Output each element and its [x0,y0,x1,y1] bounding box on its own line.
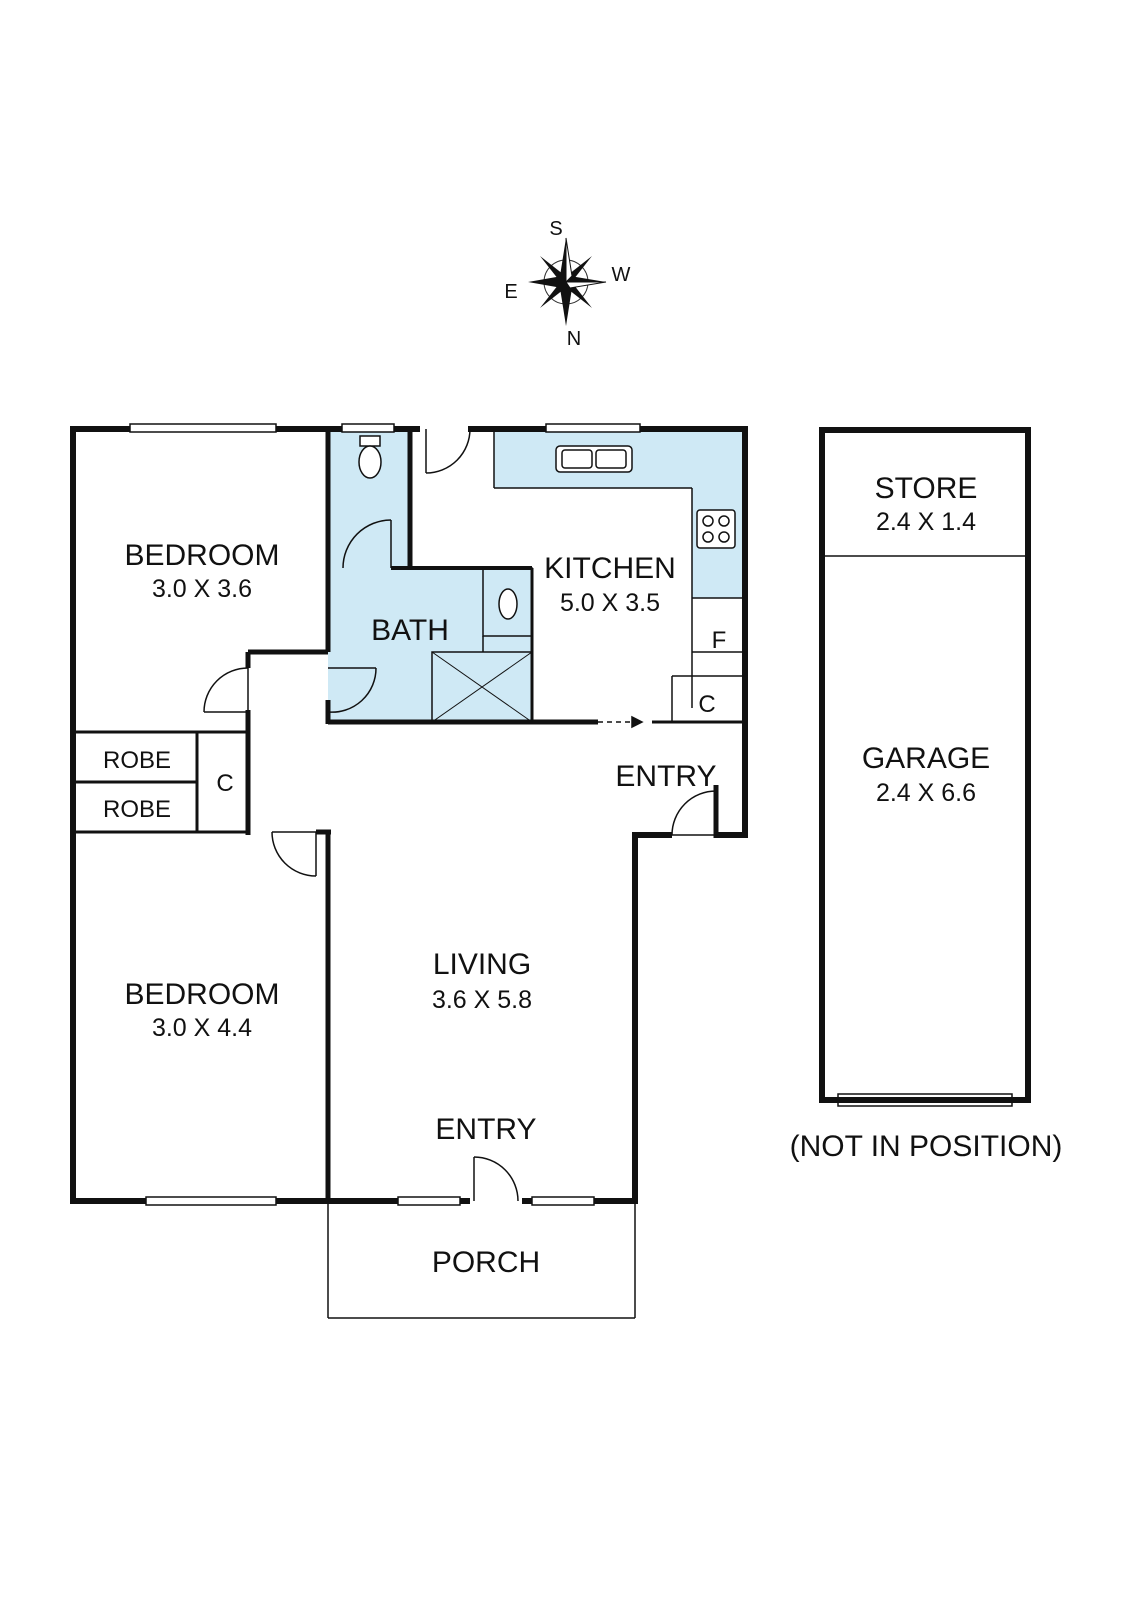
hall-cupboard-label: C [216,770,233,797]
porch-outline [327,1204,636,1319]
kitchen-cupboard-label: C [698,691,715,718]
fridge-label: F [712,627,727,654]
garage-name: GARAGE [862,742,990,775]
bedroom1-name: BEDROOM [124,539,279,572]
basin-icon [498,588,518,620]
compass-rose-icon [528,237,607,326]
robe2-label: ROBE [103,796,171,823]
wet-areas [328,430,745,722]
doors [203,428,717,1202]
compass-label-left: E [504,281,517,303]
garage-dim: 2.4 X 6.6 [876,779,976,807]
porch-name: PORCH [432,1246,540,1279]
living-dim: 3.6 X 5.8 [432,986,532,1014]
kitchen-dim: 5.0 X 3.5 [560,589,660,617]
kitchen-name: KITCHEN [544,552,676,585]
bath-fill [328,430,532,722]
garage-note: (NOT IN POSITION) [790,1130,1063,1163]
robe1-label: ROBE [103,747,171,774]
living-name: LIVING [433,948,531,981]
compass-label-top: S [549,218,562,240]
sink-icon [555,445,633,473]
compass-label-right: W [612,264,631,286]
side-entry-label: ENTRY [615,760,716,793]
kitchen-bench-fill [494,430,745,598]
garage-walls [819,427,1031,1103]
front-entry-label: ENTRY [435,1113,536,1146]
bedroom2-name: BEDROOM [124,978,279,1011]
store-dim: 2.4 X 1.4 [876,508,976,536]
compass-label-bottom: N [567,328,581,350]
bedroom1-dim: 3.0 X 3.6 [152,575,252,603]
bath-name: BATH [371,614,449,647]
fixtures [358,435,736,620]
store-name: STORE [875,472,978,505]
bedroom2-dim: 3.0 X 4.4 [152,1014,252,1042]
toilet-icon [358,435,382,479]
cooktop-icon [696,509,736,549]
